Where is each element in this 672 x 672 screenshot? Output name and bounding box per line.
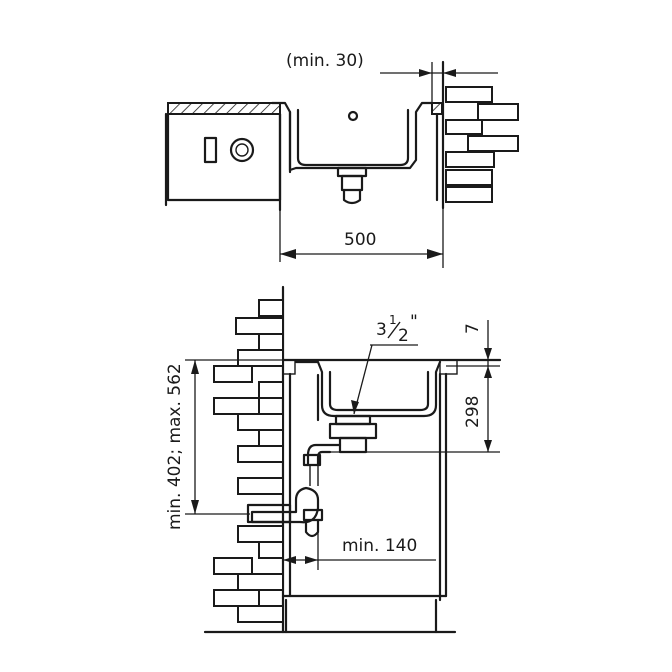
offset-label: min. 140 — [342, 536, 417, 556]
thread-label-main: 3 — [376, 320, 387, 340]
drain-coupling — [302, 453, 322, 467]
drain-body-side — [338, 436, 368, 454]
sink-bowl-outline — [294, 360, 442, 418]
top-view: (min. 30) 500 — [164, 51, 519, 268]
bottom-view: 3 1 2 " 7 298 min. 402; max. 562 — [165, 285, 502, 634]
appliance-cabinet — [166, 112, 282, 202]
width-label: 500 — [344, 230, 376, 250]
worktop-left-block — [282, 359, 296, 375]
appliance-knob-icon — [229, 137, 255, 163]
trap-nut — [302, 508, 324, 522]
drain-flange-side — [334, 414, 372, 426]
drain-flange — [336, 166, 368, 178]
thread-fraction-bar — [387, 321, 401, 339]
height-label: min. 402; max. 562 — [165, 363, 185, 530]
trap-body — [250, 486, 320, 524]
dim-min-30 — [380, 62, 498, 103]
dim-depth — [320, 390, 500, 453]
min-gap-label: (min. 30) — [286, 51, 364, 71]
dim-500 — [279, 208, 444, 268]
rim-label: 7 — [463, 323, 483, 334]
thread-label-unit: " — [410, 312, 418, 332]
brick-wall-top — [441, 60, 519, 210]
thread-label-num: 1 — [389, 313, 397, 327]
dim-height — [185, 359, 283, 515]
sink-bowl-inner — [296, 108, 410, 167]
thread-label-den: 2 — [398, 326, 409, 346]
appliance-knob-inner — [235, 143, 249, 157]
dim-offset — [283, 532, 436, 570]
depth-label: 298 — [463, 396, 483, 428]
drain-body — [340, 174, 364, 192]
worktop-hatched — [167, 102, 281, 115]
worktop-right-block — [439, 359, 458, 375]
brick-wall-bottom — [213, 299, 284, 623]
drain-trap — [342, 188, 362, 205]
sink-bowl-inner-side — [328, 370, 430, 412]
appliance-switch-icon — [203, 136, 218, 164]
drain-nut — [328, 422, 378, 440]
overflow-hole-icon — [347, 110, 359, 122]
dim-rim — [440, 320, 500, 390]
dim-thread — [351, 344, 418, 415]
worktop-right-hatched — [431, 102, 443, 115]
